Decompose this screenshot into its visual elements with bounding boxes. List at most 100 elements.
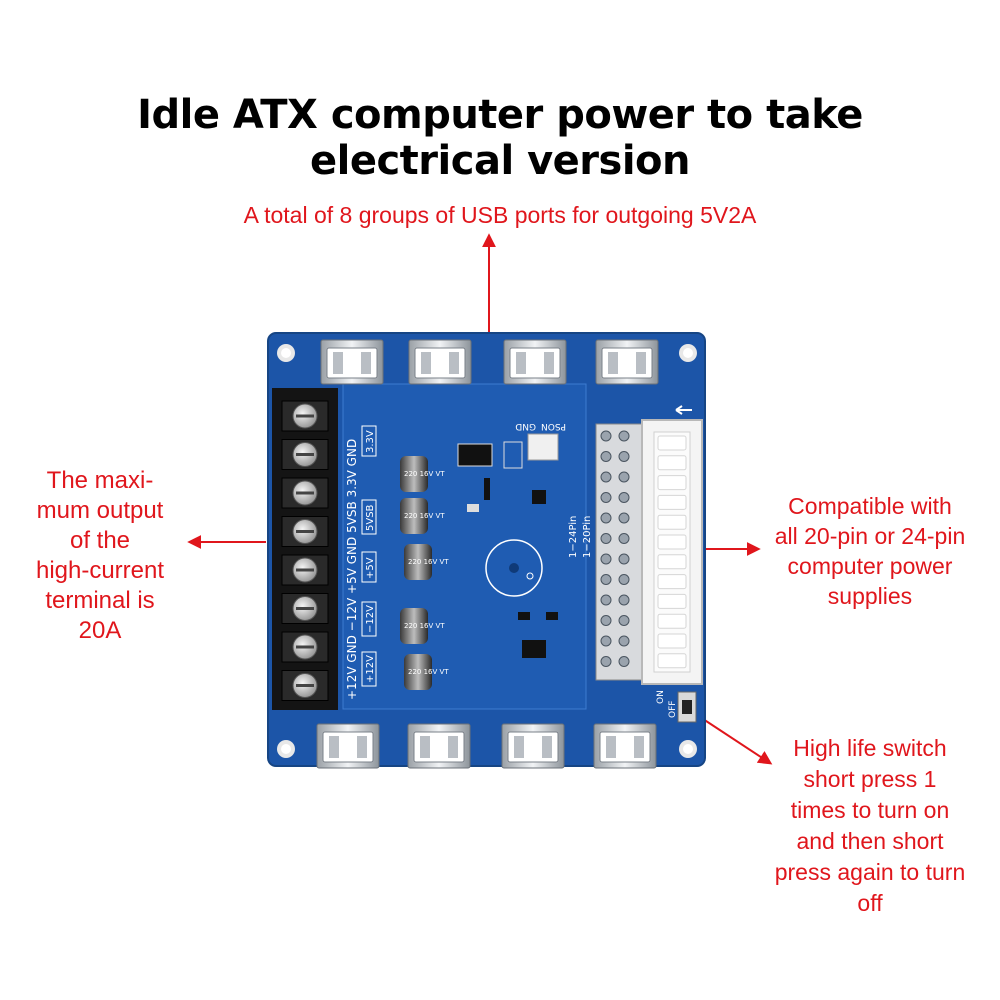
pson-label: PSON <box>541 421 566 431</box>
usb-annotation: A total of 8 groups of USB ports for out… <box>243 202 757 228</box>
terminal-annotation: The maxi- mum output of the high-current… <box>10 466 190 646</box>
terminal-annotation-line: of the <box>69 527 131 554</box>
screw-terminal-icon <box>281 439 329 470</box>
screw-terminal-icon <box>281 400 329 432</box>
usb-port-icon <box>320 339 384 385</box>
header-pin <box>618 512 630 524</box>
usb-port-icon <box>316 723 380 769</box>
terminal-annotation-line: high-current <box>35 557 165 584</box>
svg-text:3.3V: 3.3V <box>365 430 376 453</box>
header-pin <box>600 451 612 462</box>
header-pin <box>600 492 612 503</box>
terminal-annotation-line: terminal is <box>45 587 155 614</box>
pson-connector <box>527 433 559 461</box>
connector-slot <box>657 475 687 491</box>
screw-terminal-icon <box>281 477 329 509</box>
on-label: ON <box>656 690 666 704</box>
gnd-label: GND <box>515 421 536 431</box>
header-pin <box>618 615 630 626</box>
pin20-label: 1−20Pin <box>582 516 593 558</box>
transistor <box>457 443 493 467</box>
connector-slot <box>657 653 687 669</box>
screw-terminal-icon <box>281 670 329 701</box>
capacitor: 220 16V VT <box>400 498 445 534</box>
switch-annotation-line: and then short <box>796 828 944 854</box>
switch-annotation-line: times to turn on <box>790 797 950 823</box>
terminal-annotation-line: The maxi- <box>46 467 154 494</box>
capacitor: 220 16V VT <box>400 456 445 492</box>
silk-box-m12v: −12V <box>361 601 377 637</box>
header-pin <box>600 512 612 524</box>
switch-arrow-icon <box>699 716 773 765</box>
switch-annotation-line: press again to turn <box>774 859 966 885</box>
silk-box-12v: +12V <box>361 651 377 687</box>
connector-slot <box>657 633 687 649</box>
terminal-annotation-line: mum output <box>36 497 164 524</box>
terminal-annotation-line: 20A <box>78 617 122 644</box>
mounting-hole <box>277 344 295 362</box>
header-pin <box>600 471 612 483</box>
silk-box-5vsb: 5VSB <box>361 499 377 535</box>
silk-box-5v: +5V <box>361 551 377 583</box>
connector-slot <box>657 455 687 471</box>
buzzer-footprint <box>485 539 543 597</box>
terminal-silkscreen-labels: +12V GND −12V +5V GND 5VSB 3.3V GND <box>345 439 359 700</box>
connector-slot <box>657 514 687 530</box>
header-pin <box>618 574 630 585</box>
header-pin <box>618 492 630 503</box>
screw-terminal-icon <box>281 554 329 586</box>
svg-text:220 16V VT: 220 16V VT <box>408 558 449 566</box>
svg-text:220 16V VT: 220 16V VT <box>408 668 449 676</box>
compat-annotation-line: supplies <box>827 583 913 609</box>
title-line-1: Idle ATX computer power to take <box>137 92 863 138</box>
header-pin <box>618 656 630 667</box>
screw-terminal-icon <box>281 631 329 663</box>
svg-text:−12V: −12V <box>365 605 376 633</box>
usb-port-icon <box>595 339 659 385</box>
page-title: Idle ATX computer power to take electric… <box>0 92 1000 184</box>
usb-port-icon <box>501 723 565 769</box>
header-pin <box>600 574 612 585</box>
header-pin <box>600 615 612 626</box>
switch-annotation-line: High life switch <box>793 735 947 761</box>
capacitor: 220 16V VT <box>404 544 449 580</box>
compat-annotation-line: computer power <box>787 553 953 579</box>
silk-box-3v3: 3.3V <box>361 425 377 457</box>
svg-text:220 16V VT: 220 16V VT <box>404 512 445 520</box>
header-pin <box>600 635 612 647</box>
header-pin <box>618 635 630 647</box>
svg-text:220 16V VT: 220 16V VT <box>404 622 445 630</box>
connector-slot <box>657 534 687 550</box>
switch-annotation: High life switch short press 1 times to … <box>752 733 988 919</box>
header-pin <box>618 451 630 462</box>
screw-terminal-icon <box>281 516 329 547</box>
compat-annotation-line: all 20-pin or 24-pin <box>774 523 966 549</box>
off-label: OFF <box>668 701 678 718</box>
header-pin <box>600 430 612 442</box>
switch-annotation-line: short press 1 <box>803 766 937 792</box>
connector-slot <box>657 593 687 609</box>
header-pin <box>600 553 612 565</box>
header-pin <box>618 533 630 544</box>
capacitor: 220 16V VT <box>400 608 445 644</box>
capacitor: 220 16V VT <box>404 654 449 690</box>
connector-slot <box>657 554 687 570</box>
mounting-hole <box>277 740 295 758</box>
mounting-hole <box>679 740 697 758</box>
compat-annotation: Compatible with all 20-pin or 24-pin com… <box>752 491 988 611</box>
header-pin <box>618 471 630 483</box>
connector-slot <box>657 574 687 590</box>
compat-annotation-line: Compatible with <box>788 493 952 519</box>
connector-slot <box>657 435 687 451</box>
mounting-hole <box>679 344 697 362</box>
svg-text:220 16V VT: 220 16V VT <box>404 470 445 478</box>
svg-text:+12V: +12V <box>365 655 376 683</box>
smd-chip <box>522 640 546 658</box>
usb-port-icon <box>407 723 471 769</box>
usb-port-icon <box>408 339 472 385</box>
switch-annotation-line: off <box>857 890 883 916</box>
header-pin <box>600 533 612 544</box>
svg-text:5VSB: 5VSB <box>365 504 376 531</box>
svg-text:+5V: +5V <box>365 557 376 579</box>
